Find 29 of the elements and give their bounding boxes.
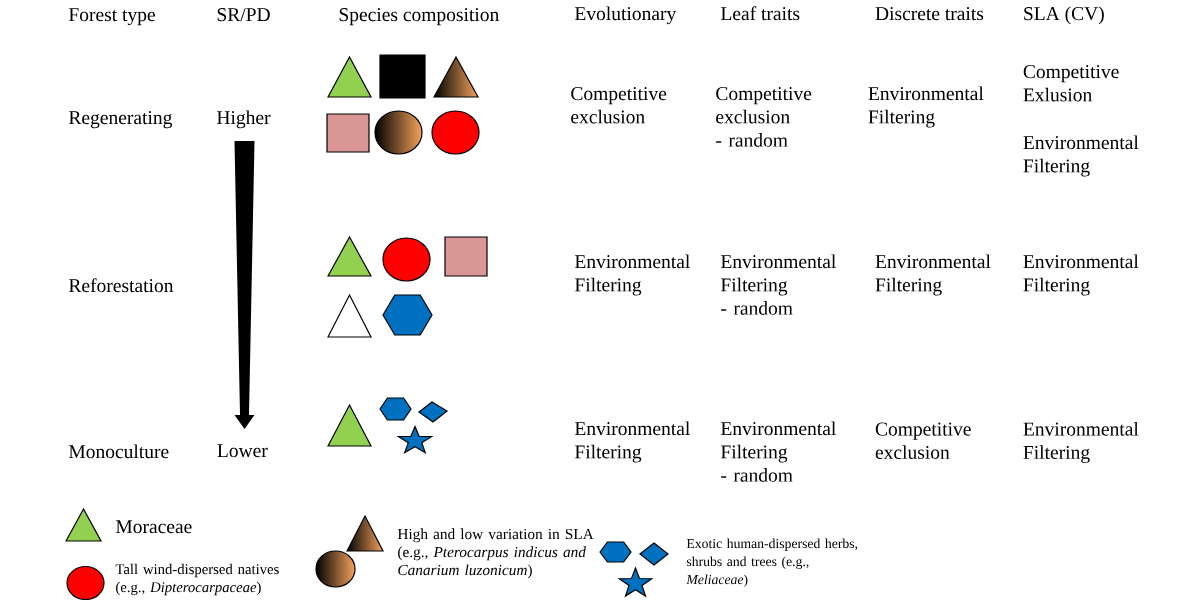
process-label: Environmental Filtering (1023, 421, 1139, 463)
process-label: Environmental Filtering (574, 421, 690, 463)
process-label: Environmental Filtering - random (720, 254, 836, 315)
forest-type-label: Regenerating (68, 111, 172, 129)
legend-label: Tall wind-dispersed natives (e.g., Dipterocarpaceae) (115, 563, 279, 596)
legend-label: High and low variation in SLA (e.g., Pterocarpus indicus and Canarium luzonicum) (397, 528, 594, 579)
column-heading: Discrete traits (875, 7, 984, 21)
forest-type-label: Reforestation (68, 278, 174, 293)
forest-type-label: Monoculture (68, 444, 169, 459)
column-heading: SLA (CV) (1024, 6, 1104, 25)
column-heading: SR/PD (217, 8, 270, 22)
column-heading: Evolutionary (574, 6, 677, 25)
process-label: Environmental Filtering (868, 86, 984, 128)
column-heading: Leaf traits (720, 6, 800, 21)
process-label: Competitive Exlusion (1023, 65, 1119, 102)
process-label: Competitive exclusion (875, 422, 971, 459)
process-label: Competitive exclusion (571, 87, 667, 124)
column-heading: Species composition (339, 8, 499, 26)
process-label: Environmental Filtering (574, 254, 690, 296)
process-label: Environmental Filtering (1023, 254, 1139, 296)
legend-label: Moraceae (115, 520, 192, 534)
process-label: Competitive exclusion - random (716, 87, 812, 147)
richness-level-label: Lower (217, 444, 268, 458)
process-label: Environmental Filtering (1023, 135, 1139, 177)
richness-level-label: Higher (216, 110, 271, 129)
legend-label: Exotic human-dispersed herbs, shrubs and trees (e.g., Meliaceae) (686, 538, 858, 587)
column-heading: Forest type (68, 8, 155, 26)
process-label: Environmental Filtering - random (720, 421, 836, 482)
process-label: Environmental Filtering (875, 254, 991, 296)
